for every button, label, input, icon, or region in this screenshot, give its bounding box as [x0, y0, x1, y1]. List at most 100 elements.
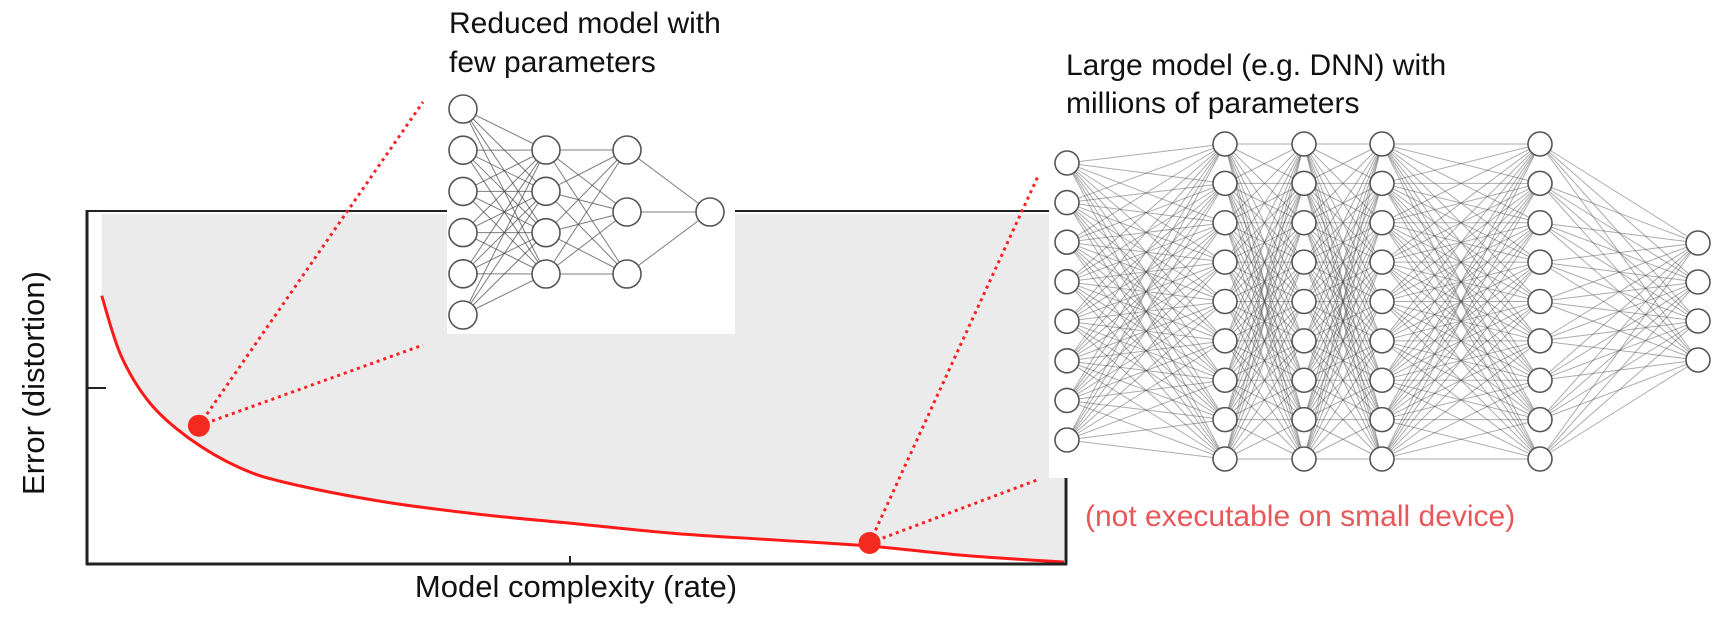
large-model-edge: [1303, 143, 1383, 263]
large-model-edge: [1066, 399, 1226, 421]
large-model-edge: [1066, 222, 1226, 401]
large-model-node: [1685, 269, 1711, 295]
large-model-edge: [1381, 143, 1541, 342]
large-model-edge: [1066, 202, 1226, 263]
large-model-edge: [1303, 222, 1383, 381]
large-model-edge: [1381, 143, 1541, 263]
large-model-edge: [1303, 340, 1383, 381]
large-model-edge: [1303, 183, 1383, 342]
large-model-edge: [1066, 320, 1226, 421]
large-model-edge: [1224, 143, 1305, 420]
large-model-edge: [1381, 222, 1541, 302]
not-executable-note: (not executable on small device): [1085, 500, 1515, 533]
large-model-edge: [1224, 261, 1305, 302]
large-model-edge: [1303, 261, 1383, 420]
large-model-node: [1054, 268, 1080, 295]
large-model-edge: [1381, 182, 1541, 302]
large-model-edge: [1381, 301, 1541, 342]
large-model-edge: [1224, 340, 1305, 460]
large-model-edge: [1539, 320, 1699, 381]
large-model-edge: [1303, 301, 1383, 381]
large-model-edge: [1066, 320, 1226, 460]
large-model-edge: [1539, 320, 1699, 421]
large-model-node: [1212, 446, 1238, 472]
large-model-edge: [1539, 261, 1699, 283]
reduced-model-title-line-2: few parameters: [449, 46, 656, 79]
large-model-node: [1527, 131, 1553, 157]
large-model-node: [1291, 367, 1317, 394]
large-model-edge: [1539, 359, 1699, 421]
large-model-edge: [1066, 182, 1226, 283]
large-model-edge: [1381, 379, 1541, 421]
large-model-edge: [1066, 143, 1226, 401]
large-model-edge: [1066, 320, 1226, 342]
large-model-edge: [1224, 183, 1305, 381]
large-model-edge: [1381, 261, 1541, 342]
large-model-edge: [1303, 143, 1383, 224]
reduced-model-edge: [545, 232, 628, 275]
reduced-model-node: [531, 176, 561, 207]
large-model-edge: [1066, 261, 1226, 362]
large-model-edge: [1224, 261, 1305, 381]
large-model-edge: [1539, 242, 1699, 302]
large-model-edge: [1381, 261, 1541, 381]
large-model-node: [1369, 131, 1395, 157]
large-model-edge: [1381, 222, 1541, 342]
large-model-node: [1369, 209, 1395, 236]
large-model-edge: [1381, 183, 1541, 381]
large-model-edge: [1066, 301, 1226, 362]
large-model-edge: [1066, 143, 1226, 322]
large-model-edge: [1381, 143, 1541, 381]
large-model-edge: [1303, 143, 1383, 184]
large-model-edge: [1539, 242, 1699, 460]
reduced-model-node: [448, 300, 478, 330]
large-model-edge: [1303, 222, 1383, 342]
large-model-edge: [1224, 261, 1305, 460]
large-model-edge: [1539, 183, 1699, 361]
large-model-edge: [1539, 242, 1699, 342]
large-model-edge: [1224, 301, 1305, 420]
large-model-edge: [1066, 143, 1226, 283]
large-model-edge: [1381, 340, 1541, 460]
large-model-edge: [1224, 340, 1305, 381]
reduced-model-edge: [462, 149, 547, 233]
reduced-model-edge: [462, 149, 547, 192]
large-model-edge: [1381, 222, 1541, 420]
large-model-edge: [1224, 143, 1305, 302]
large-model-edge: [1066, 162, 1226, 184]
large-model-edge: [1381, 182, 1541, 263]
large-model-edge: [1303, 379, 1383, 421]
large-model-edge: [1381, 143, 1541, 420]
reduced-model-leader-line: [198, 343, 424, 428]
large-model-node: [1527, 288, 1553, 315]
leader-lines: [197, 101, 1041, 545]
large-model-edge: [1303, 261, 1383, 302]
large-model-node: [1527, 406, 1553, 433]
large-model-node: [1291, 288, 1317, 315]
large-model-edges: [1066, 143, 1699, 460]
large-model-edge: [1224, 222, 1305, 381]
large-model-edge: [1381, 143, 1541, 302]
large-model-edge: [1381, 261, 1541, 302]
large-model-edge: [1224, 222, 1305, 263]
large-model-edge: [1381, 301, 1541, 381]
large-model-edge: [1381, 182, 1541, 224]
large-model-edge: [1539, 281, 1699, 381]
large-model-edge: [1303, 143, 1383, 302]
large-model-node: [1685, 230, 1711, 256]
large-model-node: [1212, 406, 1238, 433]
large-model-edge: [1381, 143, 1541, 420]
large-model-edge: [1539, 359, 1699, 460]
reduced-model-edge: [462, 149, 547, 316]
large-model-edge: [1303, 143, 1383, 381]
large-model-edge: [1303, 222, 1383, 302]
large-model-edge: [1066, 202, 1226, 342]
large-model-edge: [1066, 261, 1226, 441]
large-model-edge: [1303, 301, 1383, 342]
large-model-edge: [1303, 183, 1383, 381]
large-model-edge: [1224, 183, 1305, 342]
large-model-node: [1054, 229, 1080, 255]
large-model-edge: [1381, 222, 1541, 460]
large-model-edge: [1066, 222, 1226, 243]
large-model-edge: [1381, 261, 1541, 420]
